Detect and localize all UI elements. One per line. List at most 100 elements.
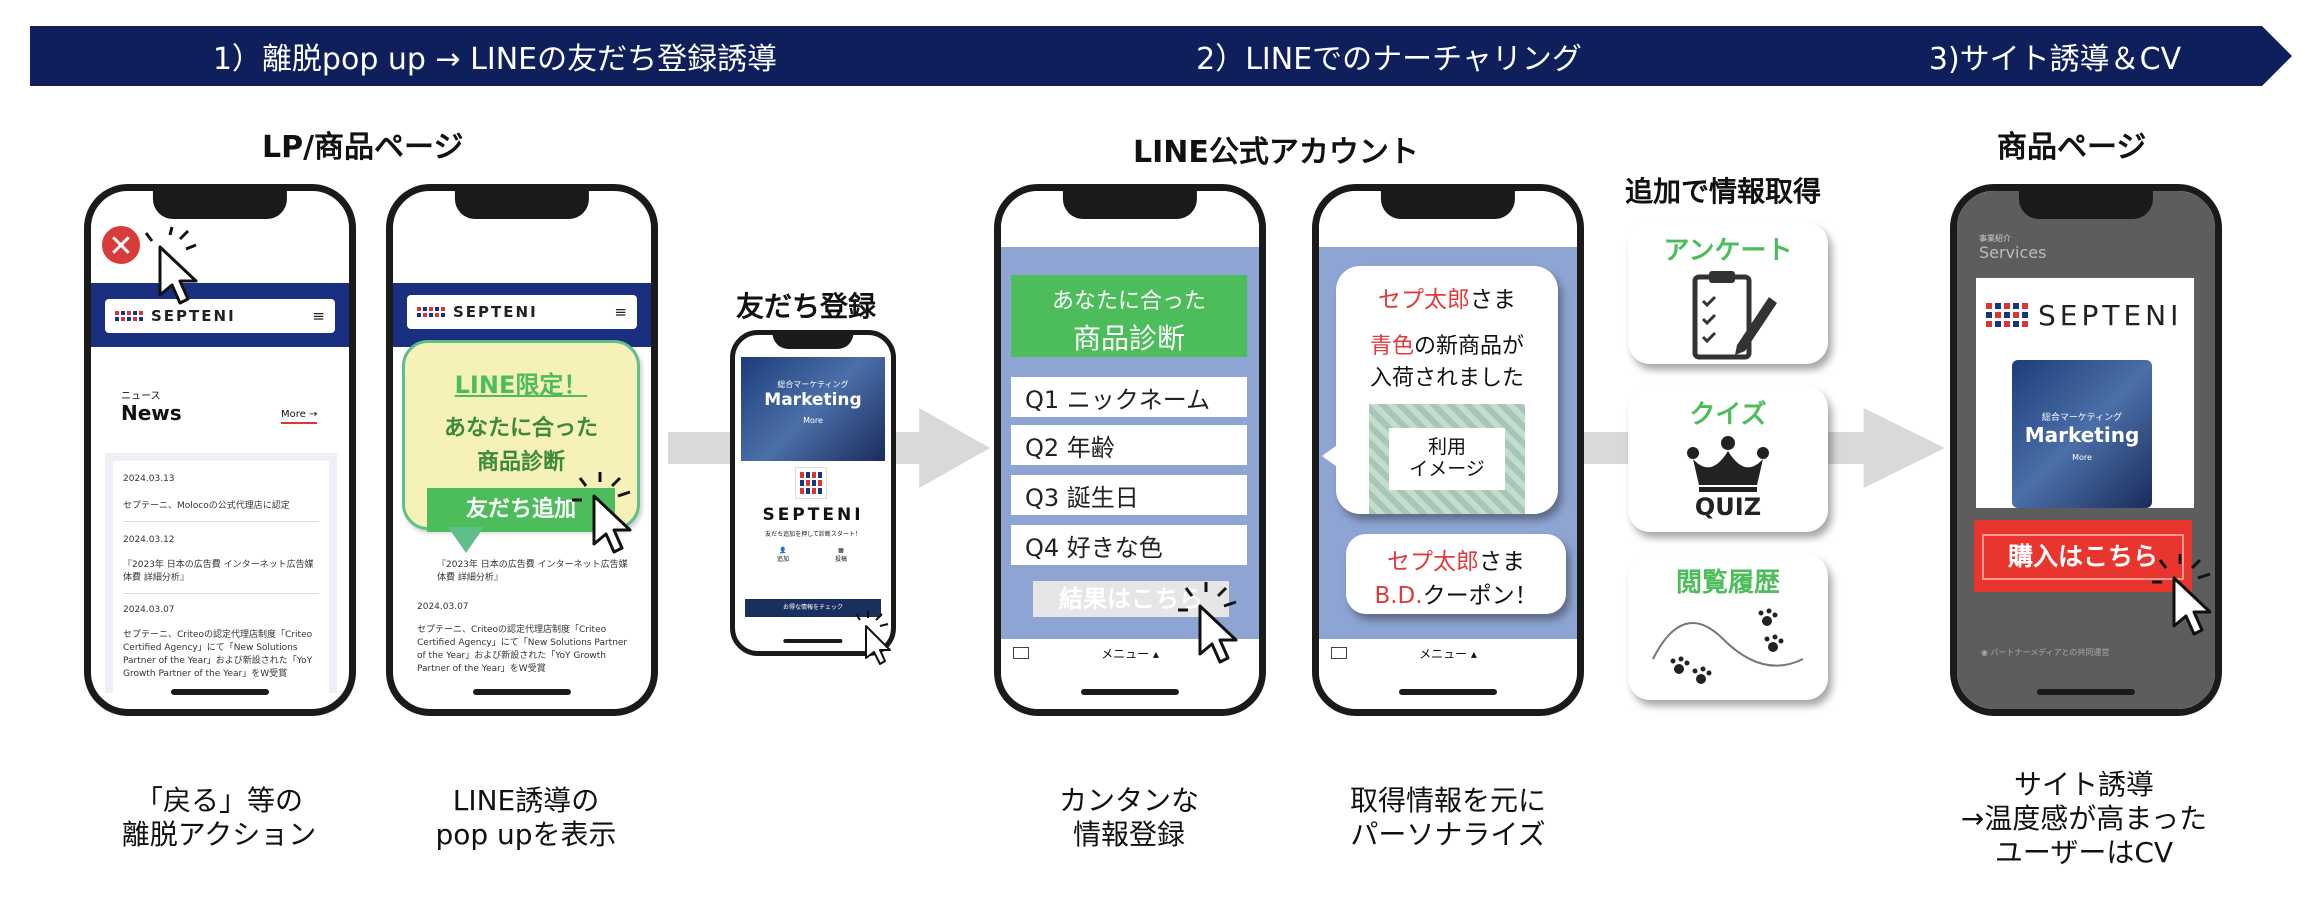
honorific: さま: [1479, 549, 1525, 575]
message-text: 入荷されました: [1369, 366, 1524, 391]
paw-trail-icon: [1652, 608, 1804, 684]
news-date: 2024.03.07: [123, 605, 175, 615]
phone-notch: [152, 191, 288, 219]
step-1-label: 1）離脱pop up → LINEの友だち登録誘導: [212, 42, 778, 77]
account-name: SEPTENI: [762, 505, 864, 525]
step-3-label: 3)サイト誘導＆CV: [1928, 42, 2182, 77]
line-popup[interactable]: LINE限定！ あなたに合った 商品診断 友だち追加: [402, 340, 640, 532]
add-icon-button[interactable]: 👤追加: [777, 547, 790, 563]
account-subtext: 友だち追加を押して診断スタート！: [765, 531, 861, 538]
add-icon-label: 追加: [777, 556, 790, 563]
card-survey: アンケート: [1628, 222, 1828, 364]
phone-home-bar: [783, 639, 843, 643]
keyboard-icon[interactable]: [1331, 647, 1347, 659]
cursor-icon: [2152, 554, 2212, 636]
card-history-title: 閲覧履歴: [1675, 568, 1780, 598]
rich-menu-toggle[interactable]: メニュー ▴: [1419, 647, 1477, 661]
caption-personalize: 取得情報を元に パーソナライズ: [1349, 784, 1546, 851]
section-title-line-official: LINE公式アカウント: [1133, 135, 1419, 170]
bg-small-text: 事業紹介: [1979, 234, 2011, 243]
question-birthday[interactable]: Q3 誕生日: [1011, 475, 1247, 515]
news-item-text[interactable]: 『2023年 日本の広告費 インターネット広告媒体費 詳細分析』: [123, 559, 319, 594]
section-title-extra: 追加で情報取得: [1625, 175, 1822, 208]
user-name: セプ太郎: [1387, 549, 1479, 575]
product-image-placeholder[interactable]: 利用 イメージ: [1369, 404, 1525, 514]
step-3-chevron: 3)サイト誘導＆CV: [1818, 26, 2292, 86]
step-2-chevron: 2）LINEでのナーチャリング: [928, 26, 1850, 86]
phone-home-bar: [2036, 689, 2136, 695]
banner-big-text: Marketing: [2024, 423, 2140, 447]
close-x-icon[interactable]: ✕: [100, 224, 142, 266]
card-survey-title: アンケート: [1663, 236, 1793, 266]
septeni-logo-icon: [115, 311, 143, 321]
step-1-chevron: 1）離脱pop up → LINEの友だち登録誘導: [30, 26, 960, 86]
popup-title: LINE限定！: [454, 371, 588, 399]
add-friend-button[interactable]: 友だち追加: [427, 488, 615, 532]
site-logo-text: SEPTENI: [151, 307, 236, 325]
popup-text: あなたに合った: [443, 416, 598, 441]
step-2-label: 2）LINEでのナーチャリング: [1196, 42, 1582, 77]
site-logo[interactable]: SEPTENI ≡: [105, 299, 335, 333]
section-title-product: 商品ページ: [1997, 130, 2147, 165]
greeting-line: セプ太郎さま: [1346, 542, 1566, 576]
hamburger-icon[interactable]: ≡: [312, 307, 327, 325]
favorite-color-word: 青色: [1369, 334, 1414, 359]
banner-small-text: 総合マーケティング: [2041, 413, 2123, 423]
diagnosis-header-line2: 商品診断: [1072, 322, 1185, 355]
card-browsing-history: 閲覧履歴: [1628, 554, 1828, 700]
phone-lp-exit: SEPTENI ≡ ニュース News More → 2024.03.13 セプ…: [84, 184, 356, 716]
caption-exit-action: 「戻る」等の 離脱アクション: [121, 784, 317, 851]
popup-text: 商品診断: [476, 450, 565, 475]
message-text: の新商品が: [1414, 334, 1525, 359]
coupon-text: クーポン！: [1422, 583, 1538, 609]
diagnosis-header-line1: あなたに合った: [1051, 289, 1206, 314]
bg-partner-text: ◉ パートナーメディアとの共同運営: [1981, 648, 2110, 657]
message-bubble-new-item: セプ太郎さま 青色の新商品が 入荷されました 利用 イメージ: [1336, 266, 1558, 514]
question-age[interactable]: Q2 年齢: [1011, 425, 1247, 465]
cursor-icon: [572, 472, 632, 554]
site-logo[interactable]: SEPTENI: [1980, 290, 2194, 340]
septeni-logo-icon: [795, 467, 827, 499]
result-button[interactable]: 結果はこちら: [1033, 581, 1229, 617]
post-icon-button[interactable]: ▦投稿: [835, 547, 848, 563]
buy-button[interactable]: 購入はこちら: [1974, 520, 2192, 592]
phone-notch: [1062, 191, 1198, 219]
phone-notch: [2018, 191, 2154, 219]
hamburger-icon[interactable]: ≡: [614, 303, 629, 321]
card-quiz: クイズ QUIZ: [1628, 386, 1828, 532]
news-item-text[interactable]: セプテーニ、Molocoの公式代理店に認定: [123, 500, 319, 522]
section-title-lp: LP/商品ページ: [262, 130, 464, 165]
honorific: さま: [1470, 287, 1516, 313]
post-icon-label: 投稿: [835, 556, 848, 563]
cursor-icon: [855, 611, 891, 665]
news-date: 2024.03.07: [417, 602, 469, 612]
banner-more-text: More: [803, 416, 823, 425]
news-date: 2024.03.12: [123, 535, 175, 545]
site-logo-text: SEPTENI: [453, 303, 538, 321]
phone-home-bar: [1398, 689, 1498, 695]
caption-site-cv: サイト誘導 →温度感が高まった ユーザーはCV: [1960, 768, 2208, 869]
clipboard-icon: [1692, 271, 1777, 360]
popup-tail: [448, 527, 484, 553]
site-logo-text: SEPTENI: [2038, 298, 2183, 332]
rich-menu-toggle[interactable]: メニュー ▴: [1101, 647, 1159, 661]
question-favorite-color[interactable]: Q4 好きな色: [1011, 525, 1247, 565]
marketing-banner[interactable]: 総合マーケティング Marketing More: [2012, 360, 2152, 508]
keyboard-icon[interactable]: [1013, 647, 1029, 659]
site-logo[interactable]: SEPTENI ≡: [407, 295, 637, 329]
news-item-text[interactable]: 『2023年 日本の広告費 インターネット広告媒体費 詳細分析』: [437, 560, 628, 583]
check-info-button[interactable]: お得な情報をチェック: [745, 599, 881, 617]
question-nickname[interactable]: Q1 ニックネーム: [1011, 377, 1247, 417]
news-item-text[interactable]: セプテーニ、Criteoの認定代理店制度「Criteo Certified Ag…: [123, 630, 313, 679]
septeni-logo-icon: [417, 307, 445, 317]
phone-notch: [772, 335, 854, 349]
marketing-banner[interactable]: 総合マーケティング Marketing More: [741, 357, 885, 461]
cursor-icon: [1178, 582, 1238, 664]
quiz-icon-text: QUIZ: [1694, 493, 1762, 521]
news-item-text[interactable]: セプテーニ、Criteoの認定代理店制度「Criteo Certified Ag…: [417, 625, 628, 674]
news-more-link[interactable]: More →: [281, 409, 318, 424]
phone-notch: [1380, 191, 1516, 219]
card-quiz-title: クイズ: [1689, 400, 1767, 430]
section-title-friend: 友だち登録: [736, 290, 877, 323]
phone-home-bar: [170, 689, 270, 695]
